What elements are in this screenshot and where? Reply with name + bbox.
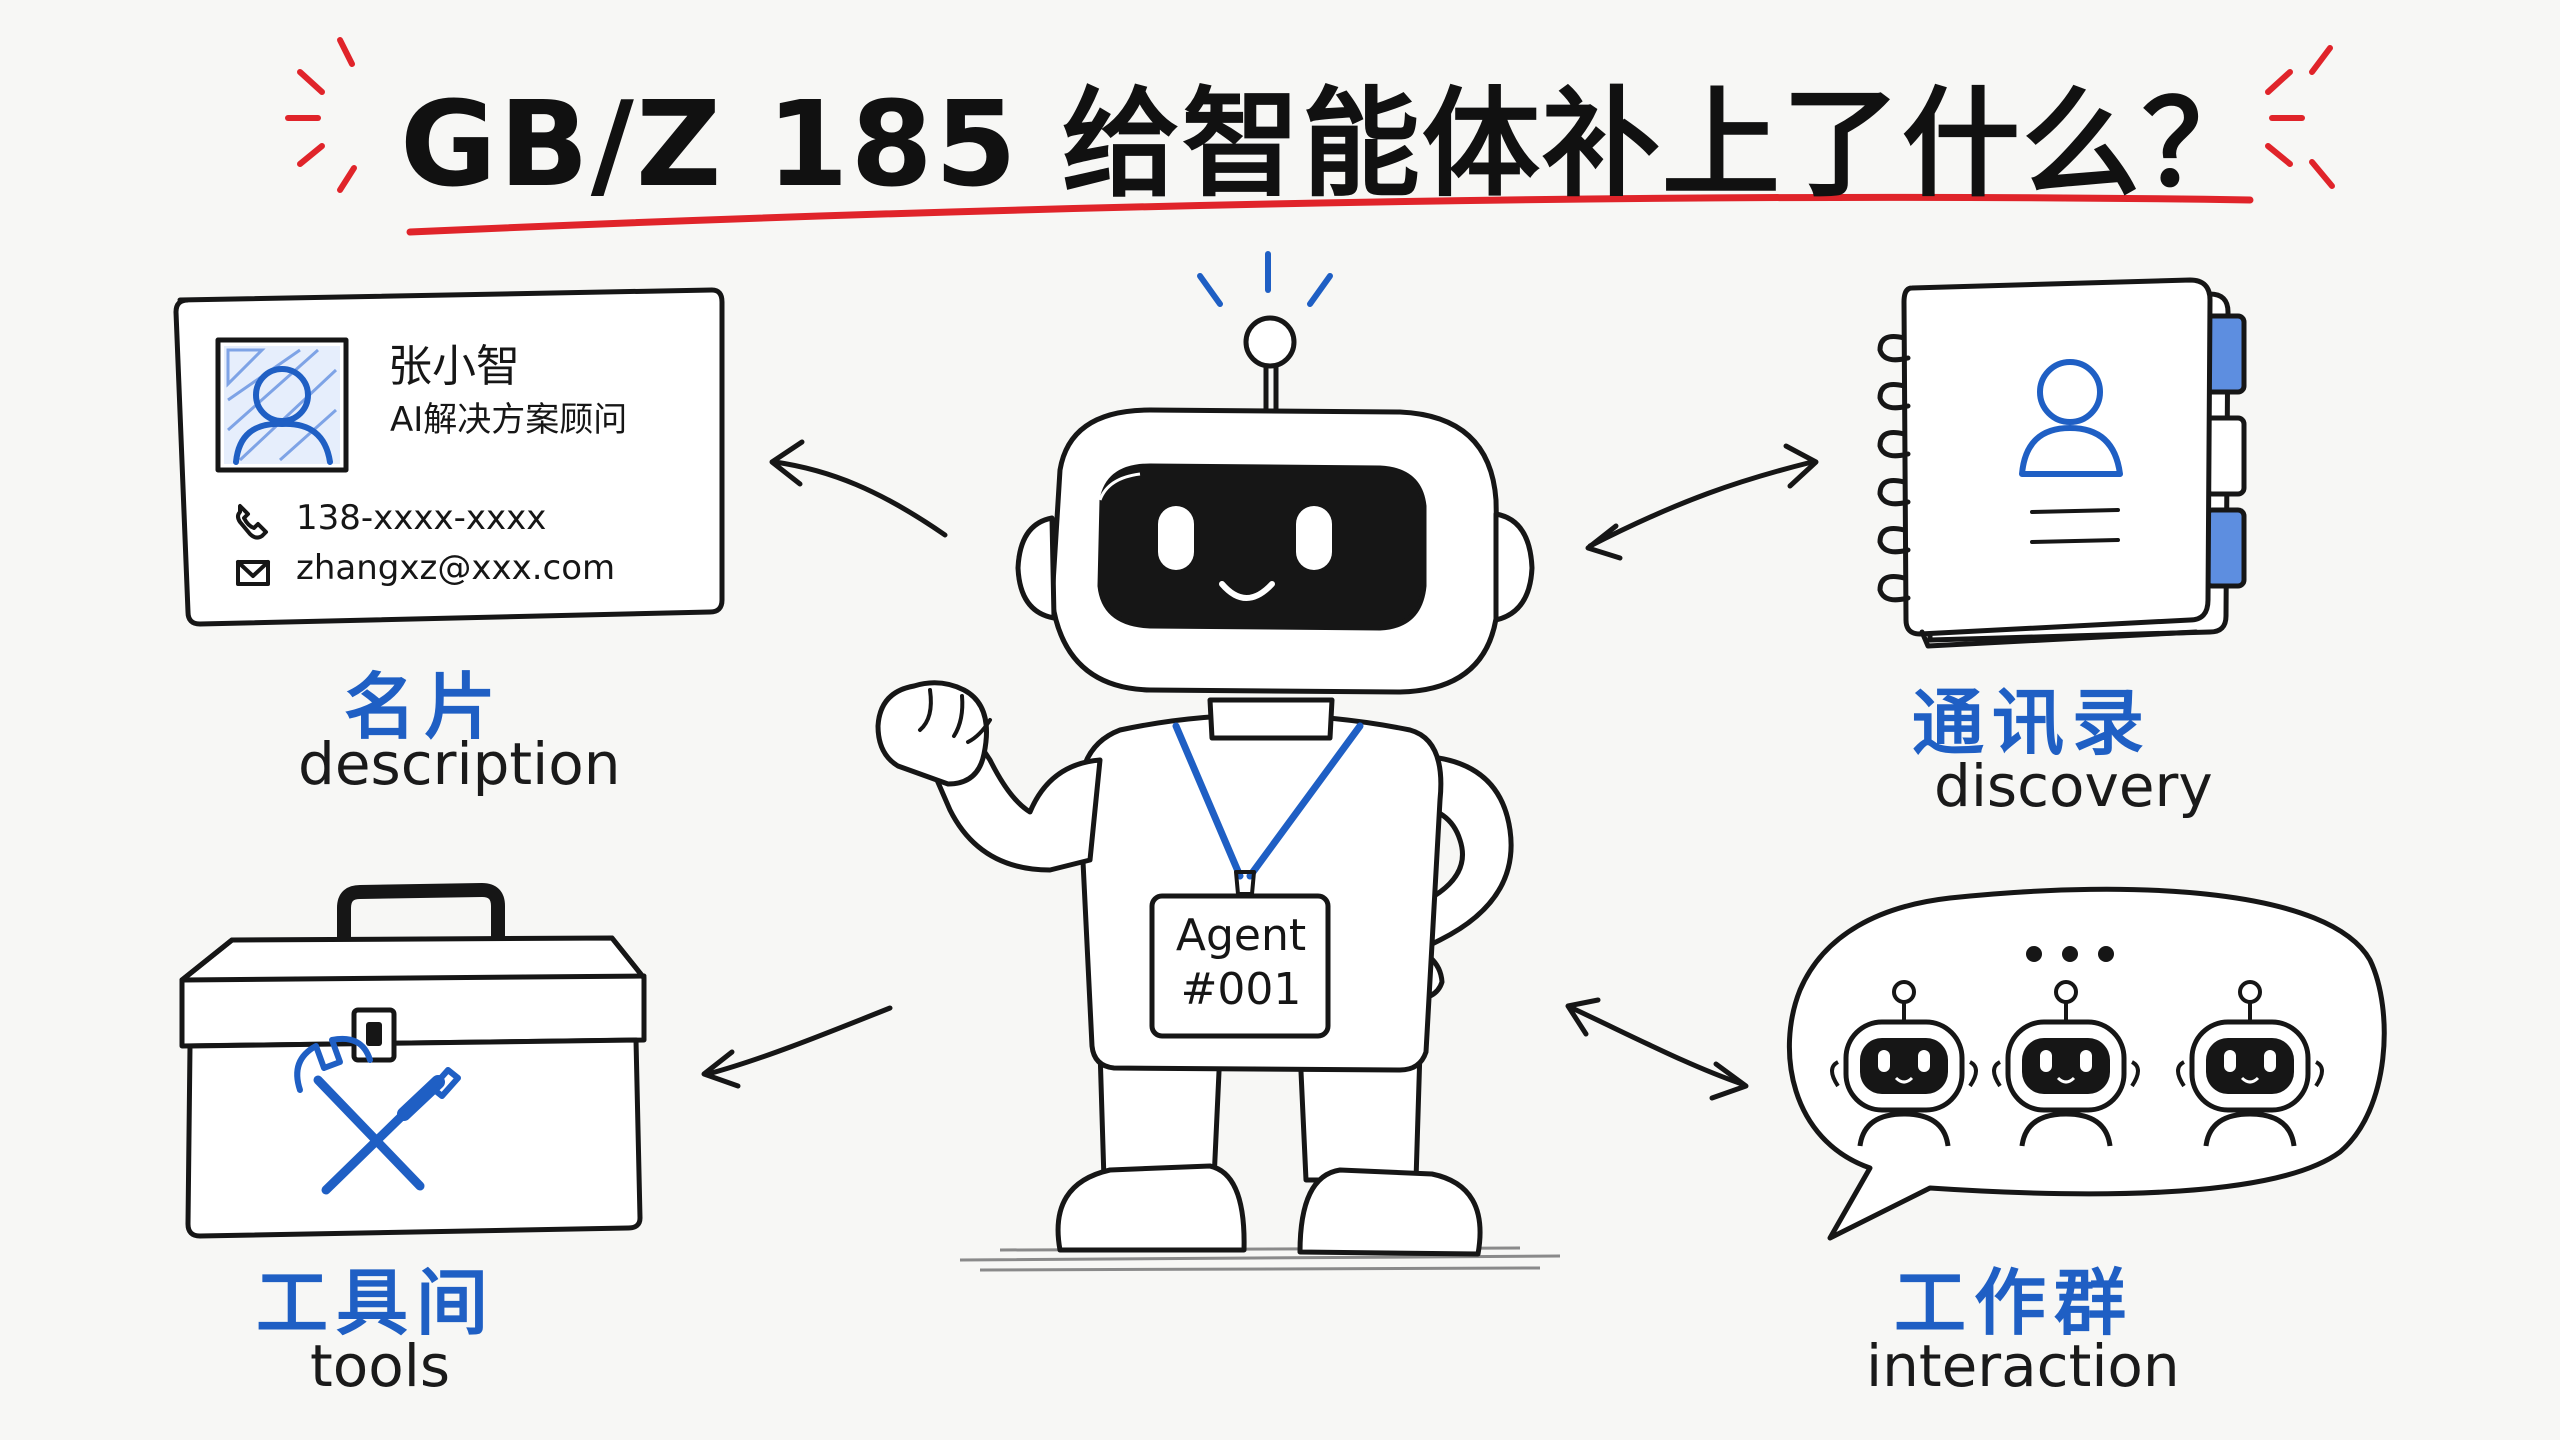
mini-robot-icon <box>2176 980 2324 1147</box>
business-card-icon <box>173 287 725 627</box>
label-work-group-cn: 工作群 <box>1894 1261 2135 1345</box>
card-phone: 138-xxxx-xxxx <box>296 498 547 538</box>
label-address-book-en: discovery <box>1934 752 2213 820</box>
robot-eye <box>1158 506 1194 570</box>
card-job-title: AI解决方案顾问 <box>390 400 628 440</box>
label-card-cn: 名片 <box>344 665 505 749</box>
label-toolbox-cn: 工具间 <box>256 1261 497 1345</box>
label-toolbox-en: tools <box>310 1332 451 1400</box>
ellipsis-dot <box>2026 946 2042 962</box>
avatar-icon <box>224 346 340 465</box>
arrow-to-work-group <box>1565 997 1749 1101</box>
robot-eye <box>1296 506 1332 570</box>
mini-robot-icon <box>1830 980 1978 1147</box>
robot-smile <box>1219 581 1275 601</box>
agent-robot-icon <box>875 251 1561 1272</box>
arrow-to-card <box>769 439 948 538</box>
arrow-to-address-book <box>1585 443 1819 561</box>
title-sparkle-left-icon <box>285 37 357 193</box>
page-title: GB/Z 185 给智能体补上了什么？ <box>400 75 2262 213</box>
phone-icon <box>236 504 268 540</box>
contact-person-icon <box>2019 359 2123 477</box>
agent-badge <box>1149 893 1331 1039</box>
mail-icon <box>236 560 270 586</box>
badge-line-2: #001 <box>1180 964 1302 1015</box>
arrow-to-toolbox <box>701 1005 893 1089</box>
card-email: zhangxz@xxx.com <box>296 548 616 588</box>
card-name: 张小智 <box>388 341 520 392</box>
title-sparkle-right-icon <box>2265 45 2335 189</box>
label-work-group-en: interaction <box>1866 1332 2180 1400</box>
signal-icon <box>1197 251 1333 307</box>
chat-bubble-icon <box>1786 886 2387 1241</box>
wrench-screwdriver-icon <box>294 1036 461 1195</box>
label-card-en: description <box>298 730 621 798</box>
ellipsis-dot <box>2098 946 2114 962</box>
address-book-icon <box>1877 277 2247 649</box>
ellipsis-dot <box>2062 946 2078 962</box>
badge-line-1: Agent <box>1175 910 1307 961</box>
mini-robot-icon <box>1992 980 2140 1147</box>
face-screen <box>1097 463 1427 631</box>
title-underline <box>406 193 2254 236</box>
toolbox-icon <box>179 883 647 1239</box>
label-address-book-cn: 通讯录 <box>1912 681 2153 765</box>
